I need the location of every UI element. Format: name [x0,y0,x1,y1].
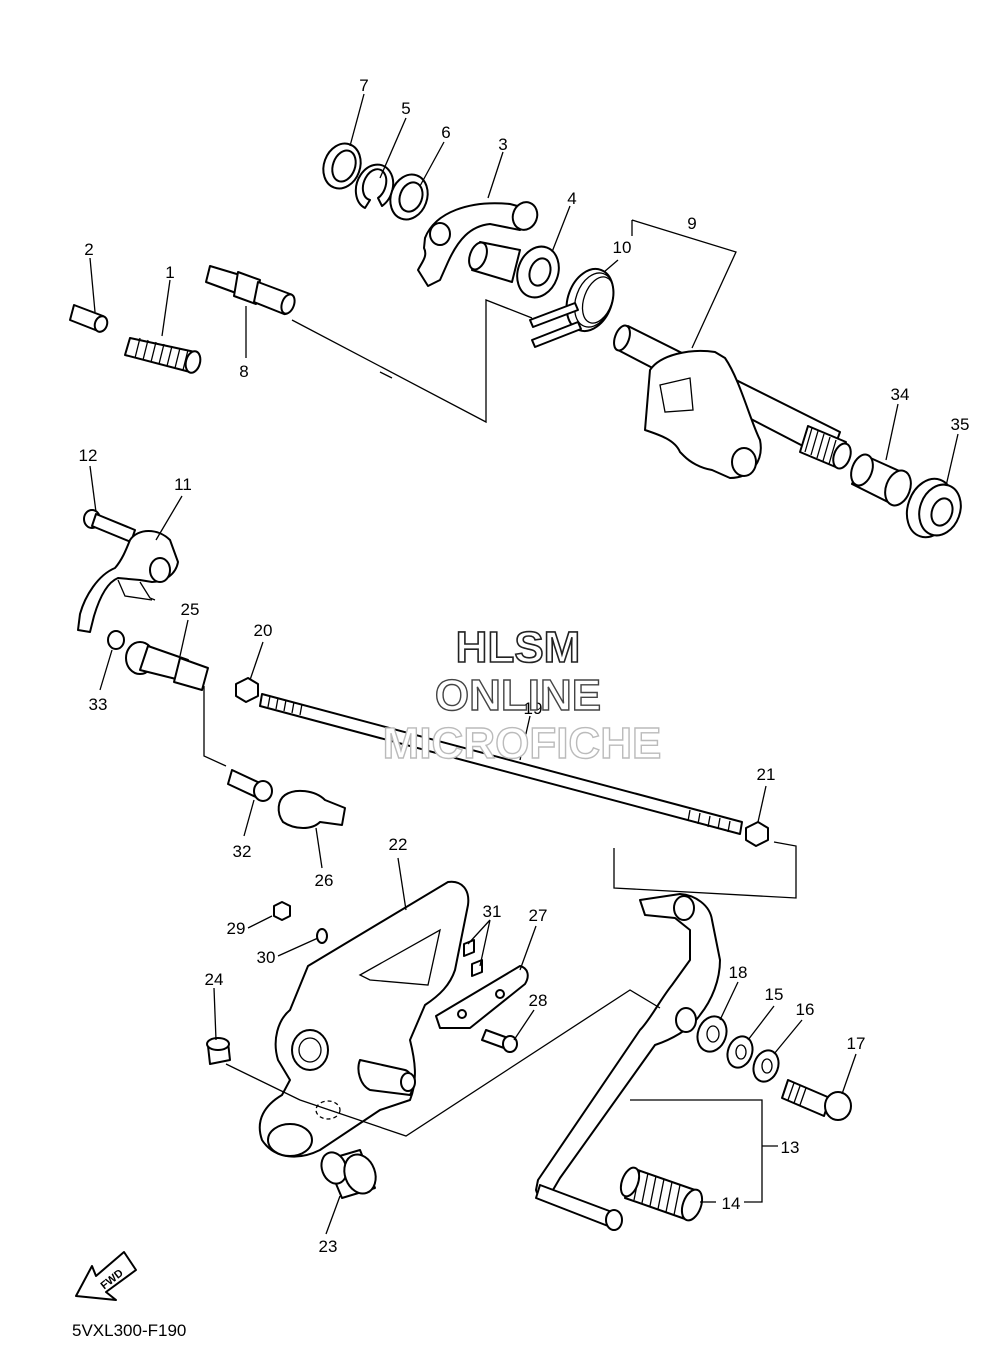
part-28-bolt [481,1029,518,1053]
callout-29: 29 [227,919,246,938]
part-25-rod-end [125,641,209,691]
callout-27: 27 [529,906,548,925]
callout-13: 13 [781,1138,800,1157]
watermark-line-2: ONLINE [435,671,601,720]
callout-22: 22 [389,835,408,854]
callout-31: 31 [483,902,502,921]
callout-34: 34 [891,385,910,404]
callout-10: 10 [613,238,632,257]
part-16-washer [752,1049,780,1083]
callout-33: 33 [89,695,108,714]
part-2-pin [69,304,109,333]
callout-2: 2 [84,240,93,259]
callout-6: 6 [441,123,450,142]
callout-25: 25 [181,600,200,619]
callout-15: 15 [765,985,784,1004]
part-7-washer [322,142,362,190]
watermark-line-1: HLSM [456,623,581,672]
callout-17: 17 [847,1034,866,1053]
callout-20: 20 [254,621,273,640]
part-32-bolt [227,769,273,802]
callout-18: 18 [729,963,748,982]
callout-5: 5 [401,99,410,118]
fwd-arrow-icon: FWD [75,1251,137,1301]
part-4-collar [468,241,560,299]
part-35-oil-seal [905,477,962,539]
callout-23: 23 [319,1237,338,1256]
part-5-circlip [354,163,395,209]
callout-30: 30 [257,948,276,967]
part-17-pivot-bolt [781,1079,852,1121]
part-14-pedal-rubber [619,1166,704,1222]
callout-26: 26 [315,871,334,890]
callout-1: 1 [165,263,174,282]
part-30-washer [316,928,328,944]
part-8-stud-bolt [205,265,296,316]
callout-9: 9 [687,214,696,233]
part-18-washer [696,1015,728,1053]
watermark: HLSM ONLINE MICROFICHE [382,622,662,769]
callout-35: 35 [951,415,970,434]
part-6-washer [389,173,429,221]
part-13-shift-pedal [535,893,721,1231]
callout-32: 32 [233,842,252,861]
part-34-bushing [850,453,912,507]
part-33-washer [107,630,125,650]
callout-28: 28 [529,991,548,1010]
part-3-stopper-lever [417,201,539,287]
part-9-shift-shaft [613,324,852,479]
part-31-pads [463,939,483,977]
part-11-shift-arm [77,530,179,633]
part-26-rod-end-cover [277,789,346,829]
part-1-spring [124,337,202,374]
callout-16: 16 [796,1000,815,1019]
part-21-nut [745,821,769,847]
part-12-bolt [83,509,136,543]
part-22-footrest-bracket [258,880,470,1158]
part-15-washer [726,1035,754,1069]
part-23-bushing [320,1149,377,1199]
callout-8: 8 [239,362,248,381]
watermark-line-3: MICROFICHE [383,719,662,768]
part-20-nut [235,677,259,703]
callout-3: 3 [498,135,507,154]
part-10-spring [529,268,615,348]
callout-11: 11 [174,475,192,494]
leader-lines [89,93,959,1235]
part-29-nut [273,901,291,921]
callout-7: 7 [359,76,368,95]
diagram-code: 5VXL300-F190 [72,1321,186,1340]
callout-24: 24 [205,970,224,989]
part-24-cap [206,1037,231,1065]
part-19-shift-rod [259,693,743,835]
callout-19: 19 [524,699,543,718]
callout-labels: 1 2 3 4 5 6 7 8 9 10 11 12 13 14 15 16 1… [79,76,970,1256]
callout-12: 12 [79,446,98,465]
callout-4: 4 [567,189,576,208]
callout-21: 21 [757,765,776,784]
callout-14: 14 [722,1194,741,1213]
